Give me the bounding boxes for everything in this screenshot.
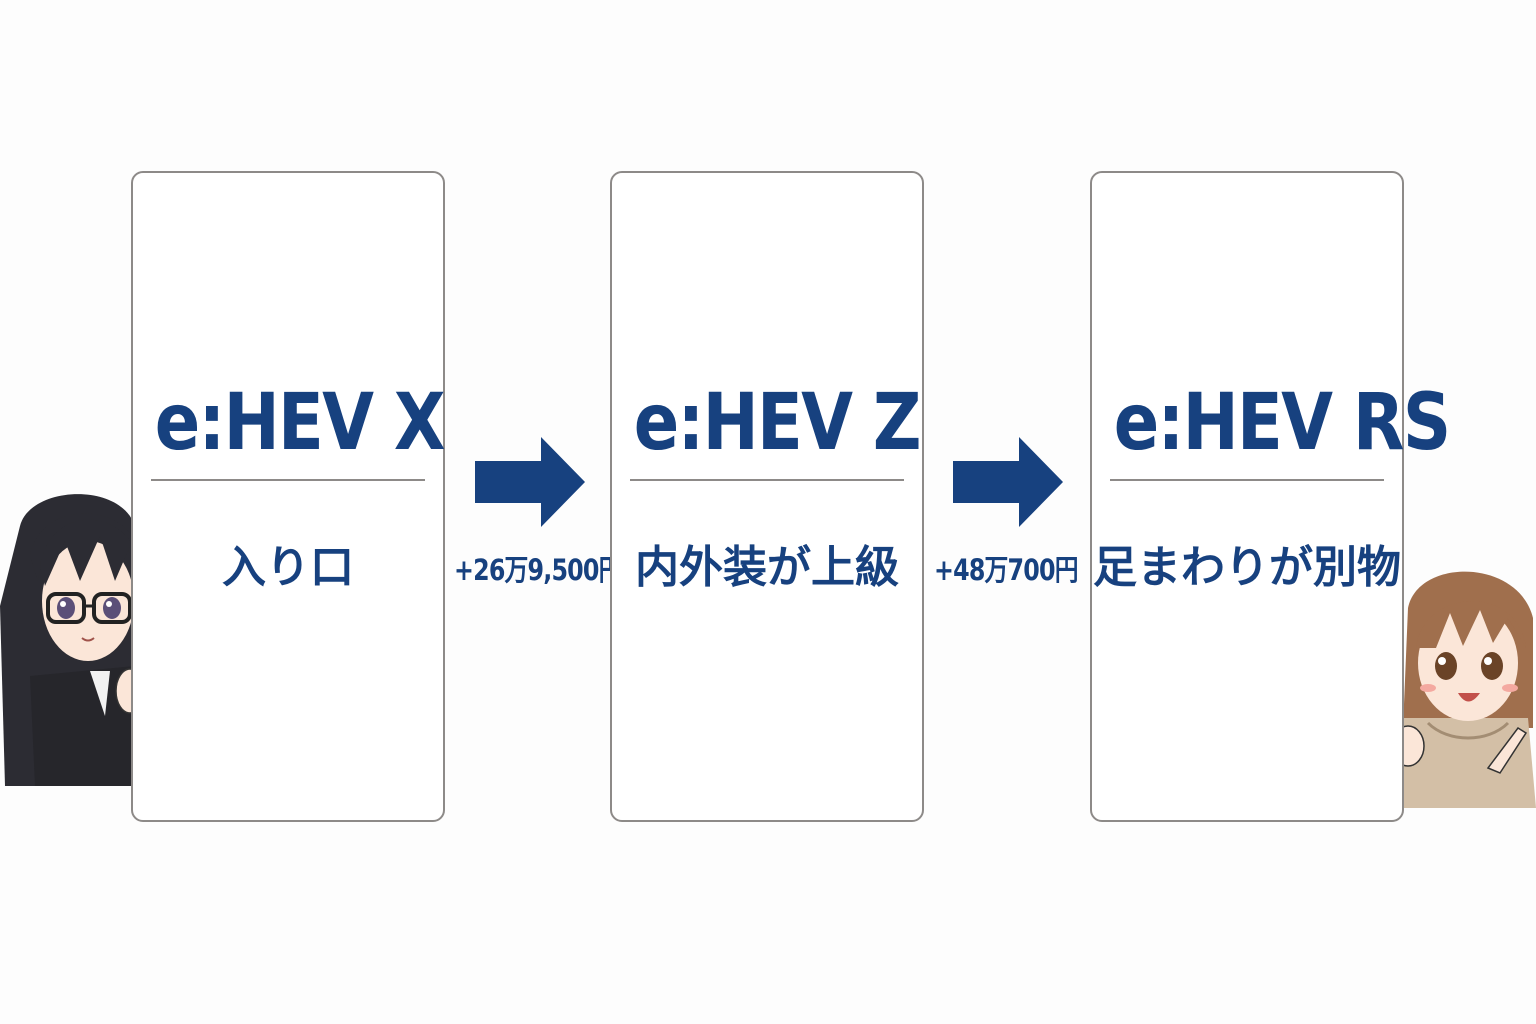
step-card-2-title: e:HEV Z bbox=[633, 378, 922, 468]
transition-price-1: +26万9,500円 bbox=[454, 553, 622, 587]
step-card-3: e:HEV RS 足まわりが別物 bbox=[1090, 171, 1451, 822]
arrow-shape bbox=[475, 437, 585, 527]
step-card-2-description: 内外装が上級 bbox=[635, 542, 899, 593]
step-card-1-divider bbox=[151, 479, 425, 481]
step-card-2: e:HEV Z 内外装が上級 bbox=[610, 171, 924, 822]
step-card-1-description: 入り口 bbox=[222, 542, 354, 593]
step-card-3-divider bbox=[1110, 479, 1384, 481]
left-character-illustration bbox=[0, 494, 145, 786]
arrow-shape bbox=[953, 437, 1063, 527]
step-card-3-title: e:HEV RS bbox=[1113, 378, 1451, 468]
right-character-illustration bbox=[1391, 571, 1536, 808]
step-card-2-divider bbox=[630, 479, 904, 481]
step-card-3-description: 足まわりが別物 bbox=[1093, 542, 1401, 593]
step-card-1-title: e:HEV X bbox=[154, 378, 446, 468]
right-arrow-icon bbox=[953, 437, 1063, 527]
transition-price-2: +48万700円 bbox=[934, 553, 1078, 587]
right-arrow-icon bbox=[475, 437, 585, 527]
step-card-1: e:HEV X 入り口 bbox=[131, 171, 446, 822]
